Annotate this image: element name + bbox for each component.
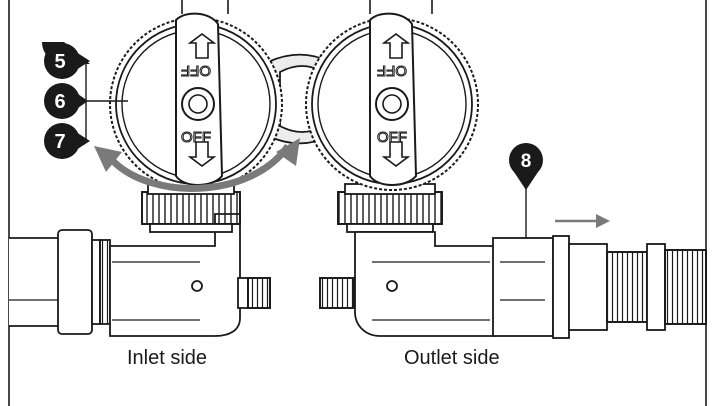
inlet-side-label: Inlet side: [127, 347, 207, 369]
callout-6: 6: [44, 83, 128, 119]
outlet-valve-lower-text: OFF: [377, 129, 407, 146]
inlet-valve-upper-text: OFF: [181, 62, 211, 79]
frame: [8, 0, 707, 406]
flow-direction-arrow-icon: [555, 214, 610, 228]
inlet-valve-lower-text: OFF: [181, 129, 211, 146]
inlet-valve[interactable]: OFF OFF: [109, 12, 283, 191]
rotation-arrow-icon: [94, 138, 300, 192]
outlet-down-arrow-icon: [381, 141, 411, 167]
callout-8: 8: [509, 143, 543, 238]
valve-stems: [181, 0, 433, 14]
outlet-valve[interactable]: OFF OFF: [305, 12, 479, 191]
inlet-up-arrow-icon: [187, 33, 217, 59]
svg-text:5: 5: [54, 51, 65, 73]
inlet-down-arrow-icon: [187, 141, 217, 167]
svg-text:8: 8: [521, 151, 532, 172]
callout-5: 5: [42, 42, 90, 79]
outlet-side-label: Outlet side: [404, 347, 500, 369]
svg-text:7: 7: [54, 131, 65, 153]
outlet-up-arrow-icon: [381, 33, 411, 59]
outlet-pipe-assembly: [319, 183, 707, 339]
callout-7: 7: [44, 123, 90, 159]
outlet-valve-upper-text: OFF: [377, 62, 407, 79]
svg-text:6: 6: [54, 91, 65, 113]
inlet-pipe-assembly: [9, 183, 271, 337]
